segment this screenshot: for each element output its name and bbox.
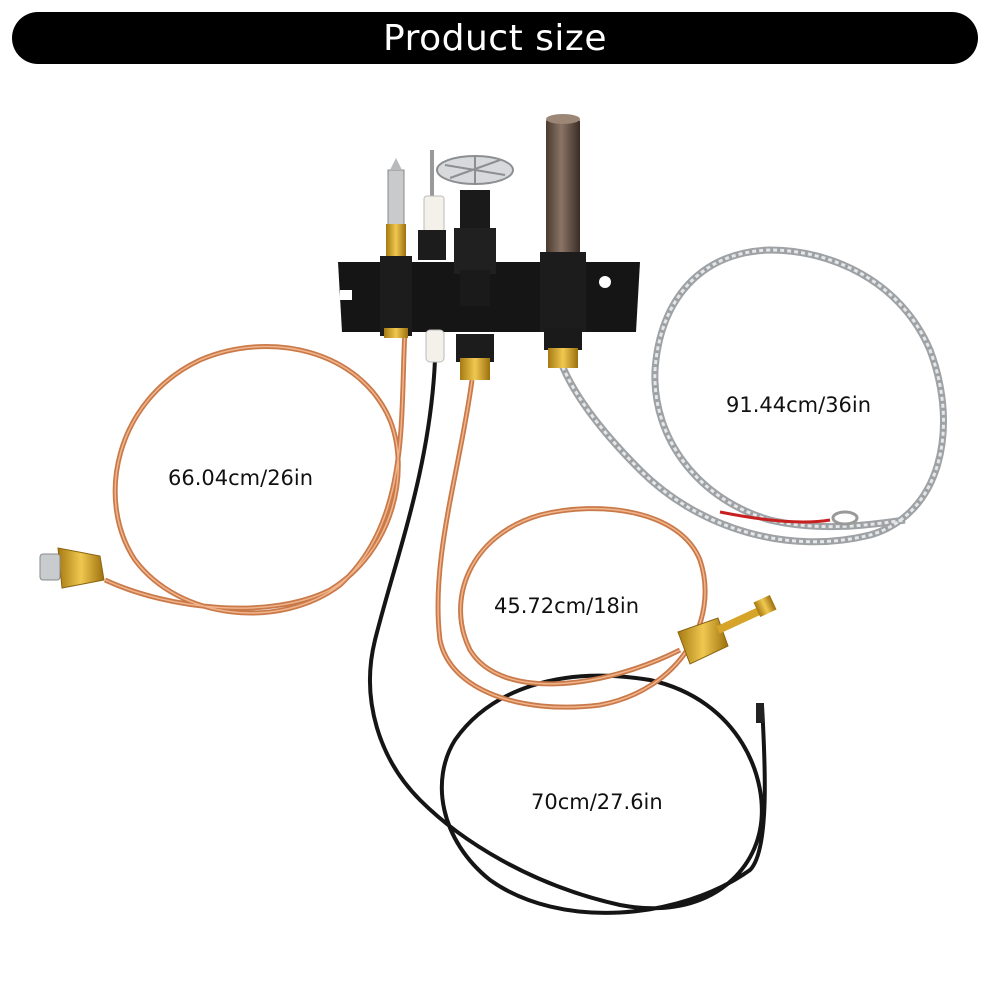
igniter-electrode	[418, 150, 446, 363]
thermopile-lead	[556, 246, 947, 546]
igniter-wire	[368, 359, 767, 915]
thermocouple-tip	[380, 158, 412, 338]
page-title: Product size	[383, 17, 607, 59]
pilot-hood	[436, 155, 514, 380]
title-bar: Product size	[12, 12, 978, 64]
thermocouple-length-label: 66.04cm/26in	[168, 466, 314, 490]
thermopile-rod	[540, 114, 586, 368]
supply-tube-length-label: 45.72cm/18in	[494, 594, 640, 618]
supply-tube-lead	[435, 379, 777, 710]
igniter-wire-length-label: 70cm/27.6in	[531, 790, 663, 814]
thermocouple-lead	[39, 329, 408, 616]
thermopile-length-label: 91.44cm/36in	[726, 393, 872, 417]
